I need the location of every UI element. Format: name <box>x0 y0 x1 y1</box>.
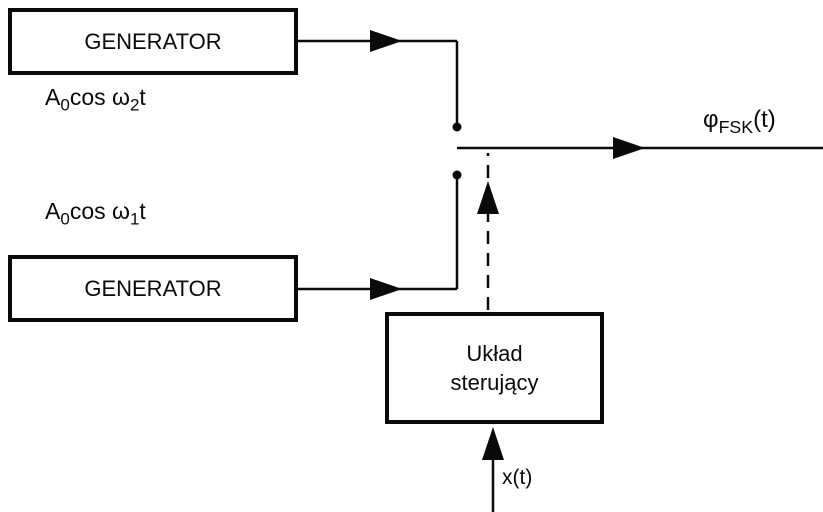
switch-contact-bottom <box>452 170 462 180</box>
arrow-bottom-right-icon <box>370 278 402 300</box>
signal-bottom-time: t <box>139 198 146 224</box>
arrow-input-up-icon <box>482 427 504 460</box>
arrow-output-icon <box>613 137 645 159</box>
signal-label-bottom: A0cos ω1t <box>45 198 146 228</box>
output-phi: φ <box>703 106 719 133</box>
signal-label-top: A0cos ω2t <box>45 84 146 114</box>
signal-top-amp: A <box>45 84 61 110</box>
control-box-label-line2: sterujący <box>450 370 539 395</box>
output-arg: (t) <box>753 106 776 133</box>
control-box-label-line1: Układ <box>466 341 523 366</box>
control-box: Układ sterujący <box>385 312 604 424</box>
signal-bottom-amp: A <box>45 198 61 224</box>
generator-bottom-box: GENERATOR <box>8 255 298 322</box>
generator-bottom-label: GENERATOR <box>84 275 222 301</box>
generator-top-label: GENERATOR <box>84 28 222 54</box>
generator-top-box: GENERATOR <box>8 8 298 75</box>
signal-top-cos: cos ω <box>69 84 130 110</box>
arrow-control-up-icon <box>477 181 499 214</box>
signal-top-time: t <box>139 84 146 110</box>
arrow-top-right-icon <box>370 30 402 52</box>
switch-contact-top <box>452 122 462 132</box>
signal-bottom-cos: cos ω <box>69 198 130 224</box>
signal-top-freq-sub: 2 <box>129 95 140 115</box>
input-signal-label: x(t) <box>502 466 533 489</box>
signal-bottom-amp-sub: 0 <box>60 209 70 229</box>
signal-top-amp-sub: 0 <box>60 95 70 115</box>
output-signal-label: φFSK(t) <box>703 106 776 137</box>
output-phi-sub: FSK <box>718 116 754 137</box>
signal-bottom-freq-sub: 1 <box>129 209 140 229</box>
